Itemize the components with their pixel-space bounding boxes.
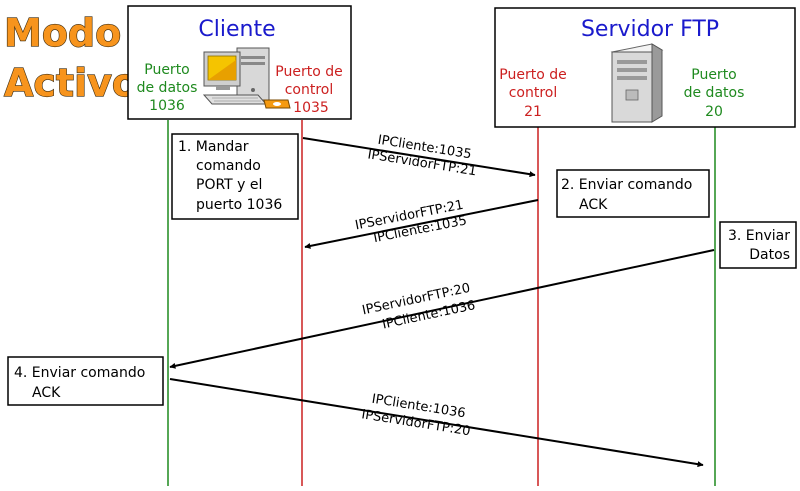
title-line-1: Modo — [4, 11, 121, 55]
step-1-line-4: puerto 1036 — [196, 197, 282, 213]
step-2-line-1: 2. Enviar comando — [561, 177, 692, 193]
message-3-labels: IPServidorFTP:20 IPCliente:1036 — [361, 281, 477, 333]
message-4-arrow — [169, 378, 704, 468]
server-data-port-line-2: de datos — [684, 85, 745, 101]
step-4-line-1: 4. Enviar comando — [14, 365, 145, 381]
client-control-port-line-3: 1035 — [293, 100, 329, 116]
step-2-box: 2. Enviar comando ACK — [556, 169, 710, 218]
server-box: Servidor FTP Puerto de control 21 Puerto… — [494, 7, 796, 128]
step-2-line-2: ACK — [579, 197, 608, 213]
message-3-arrow — [169, 249, 715, 369]
step-3-line-2: Datos — [749, 247, 790, 263]
step-1-box: 1. Mandar comando PORT y el puerto 1036 — [171, 133, 299, 220]
client-name: Cliente — [198, 17, 275, 42]
client-data-port-line-1: Puerto — [144, 62, 190, 78]
page-title: Modo Activo — [3, 10, 138, 105]
step-1-line-2: comando — [196, 158, 261, 174]
server-name: Servidor FTP — [581, 17, 719, 42]
client-control-port-line-1: Puerto de — [275, 64, 342, 80]
message-2-labels: IPServidorFTP:21 IPCliente:1035 — [354, 198, 468, 246]
server-data-port-line-1: Puerto — [691, 67, 737, 83]
step-3-box: 3. Enviar Datos — [719, 221, 797, 269]
client-data-port-line-2: de datos — [137, 80, 198, 96]
step-1-line-1: 1. Mandar — [178, 139, 249, 155]
title-line-2: Activo — [4, 61, 138, 105]
step-1-line-3: PORT y el — [196, 177, 262, 193]
client-data-port-line-3: 1036 — [149, 98, 185, 114]
message-1-arrow — [302, 137, 536, 178]
server-data-port-line-3: 20 — [705, 104, 723, 120]
client-control-port-line-2: control — [285, 82, 334, 98]
message-4-labels: IPCliente:1036 IPServidorFTP:20 — [360, 392, 471, 440]
server-control-port-line-1: Puerto de — [499, 67, 566, 83]
server-control-port-line-3: 21 — [524, 104, 542, 120]
step-3-line-1: 3. Enviar — [728, 228, 790, 244]
server-icon — [610, 43, 664, 123]
computer-icon — [202, 47, 291, 109]
client-box: Cliente Puerto de datos 1036 Puerto de c… — [127, 5, 352, 120]
step-4-line-2: ACK — [32, 385, 61, 401]
message-2-arrow — [304, 199, 539, 249]
server-control-port-line-2: control — [509, 85, 558, 101]
message-1-labels: IPCliente:1035 IPServidorFTP:21 — [367, 133, 478, 180]
step-4-box: 4. Enviar comando ACK — [7, 356, 164, 406]
